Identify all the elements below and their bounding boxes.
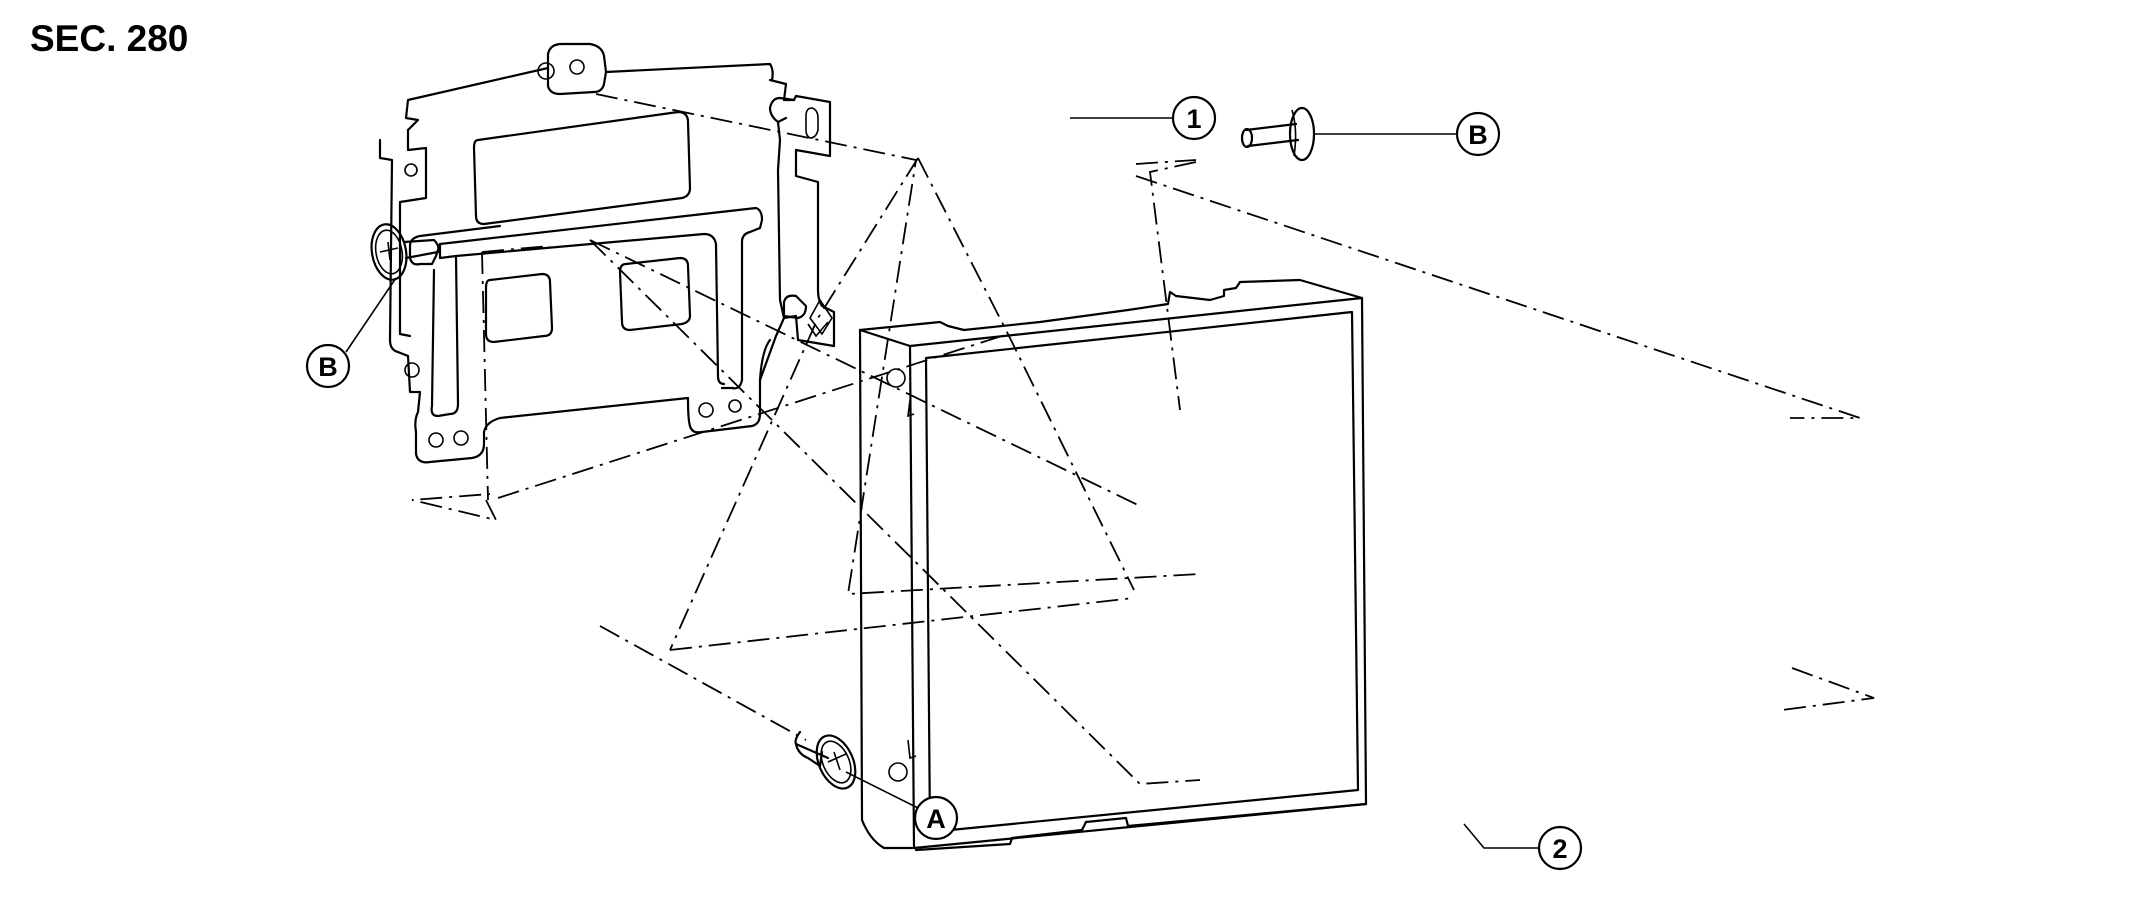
mounting-bracket [378, 42, 836, 464]
callout-screw-a-label: A [926, 804, 946, 834]
callout-screw-b-right-label: B [1468, 120, 1488, 150]
leader-screw-a [845, 771, 919, 809]
alignment-lines [411, 93, 1875, 785]
section-label: SEC. 280 [30, 18, 189, 59]
callout-bracket-label: 1 [1186, 104, 1201, 134]
screw-b-right [1240, 106, 1316, 162]
callout-screw-b-right: B [1455, 111, 1501, 157]
callout-bracket: 1 [1171, 95, 1217, 141]
screw-b-left [370, 223, 440, 281]
callout-screw-b-left-label: B [318, 352, 338, 382]
leader-display-unit [1463, 823, 1538, 849]
callout-display-unit-label: 2 [1552, 834, 1567, 864]
display-unit [858, 278, 1368, 852]
leader-screw-b-left [345, 277, 397, 353]
callout-screw-a: A [913, 795, 959, 841]
callout-display-unit: 2 [1537, 825, 1583, 871]
screw-a [794, 730, 857, 790]
callout-screw-b-left: B [305, 343, 351, 389]
